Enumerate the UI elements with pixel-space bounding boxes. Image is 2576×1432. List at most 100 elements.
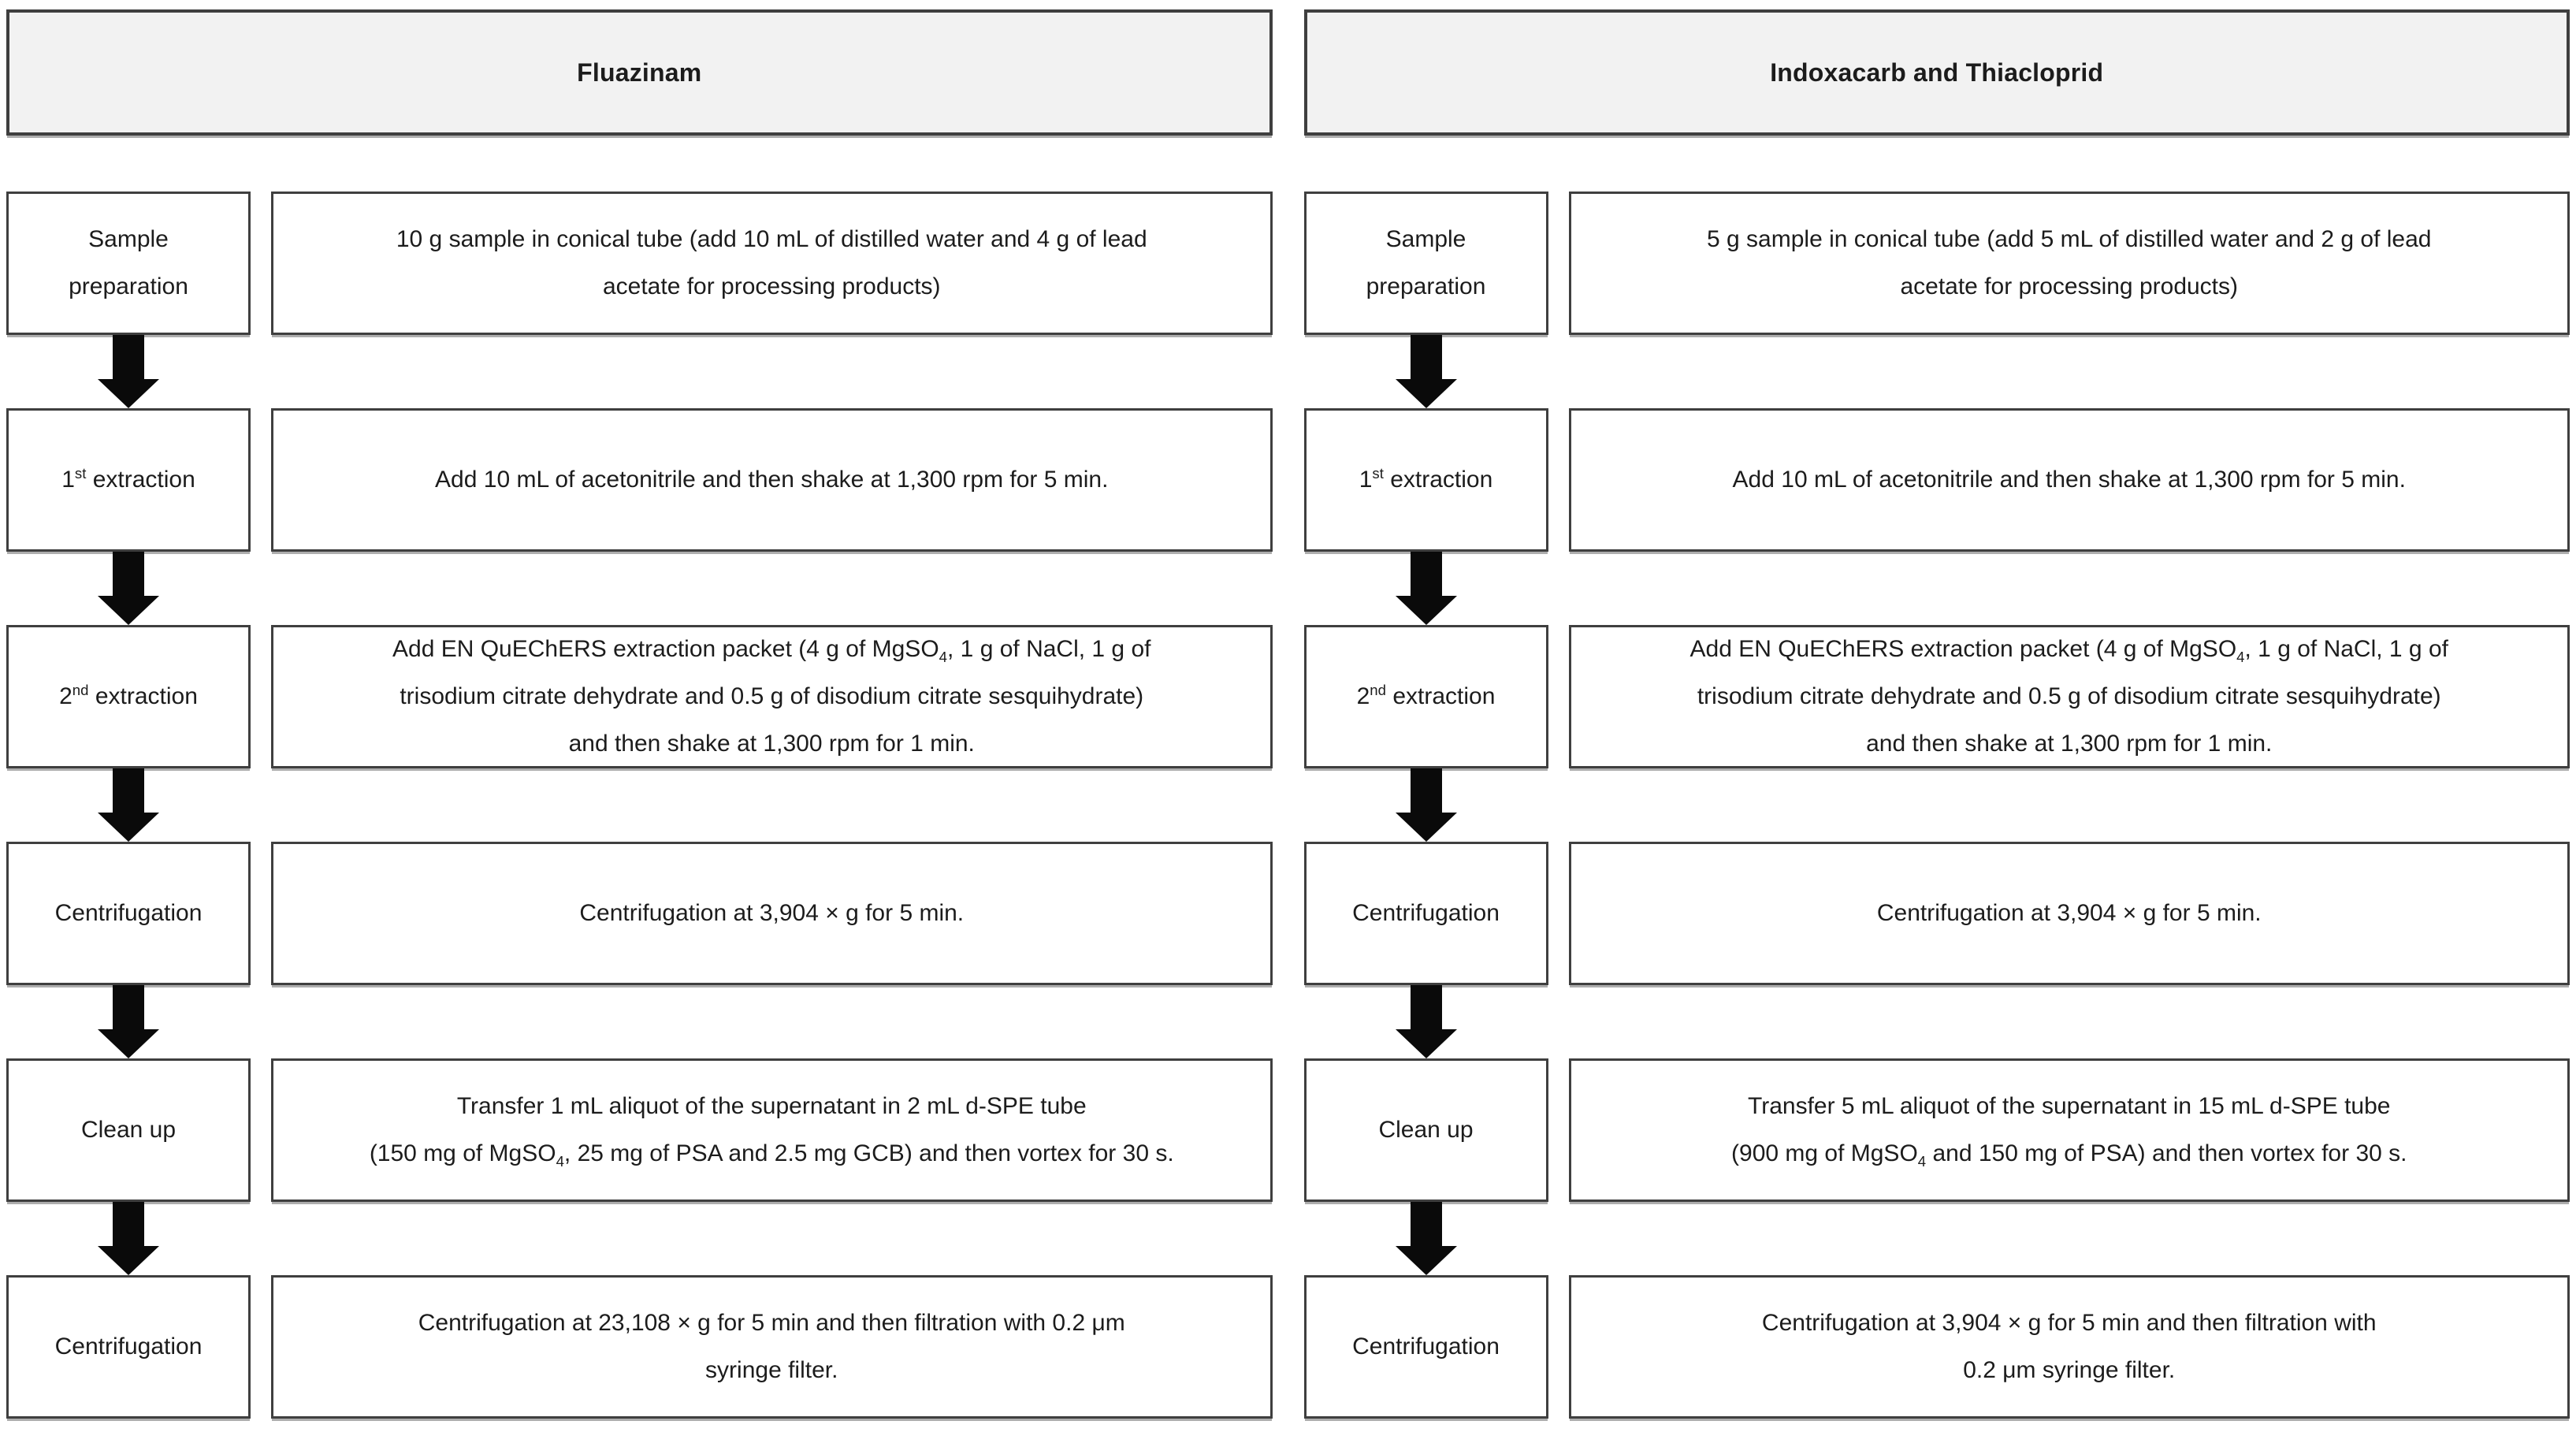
step-label: Centrifugation	[1352, 900, 1500, 926]
arrow-stem	[1410, 985, 1442, 1029]
down-arrow-icon	[98, 552, 159, 625]
flow-arrow-zone	[6, 552, 251, 625]
step-row-centrifugation-2: Centrifugation Centrifugation at 3,904 ×…	[1303, 1275, 2570, 1419]
flow-arrow-zone	[1304, 552, 1548, 625]
step-label: 2nd extraction	[1356, 682, 1496, 709]
step-label-box: 1st extraction	[6, 408, 251, 552]
arrow-stem	[113, 768, 144, 813]
step-description: Centrifugation at 3,904 × g for 5 min.	[579, 900, 965, 926]
flow-arrow-zone	[1304, 768, 1548, 842]
step-description-box: Add 10 mL of acetonitrile and then shake…	[1568, 408, 2570, 552]
down-arrow-icon	[1395, 1202, 1457, 1275]
step-description: Transfer 1 mL aliquot of the supernatant…	[369, 1093, 1174, 1170]
step-row-centrifugation-1: Centrifugation Centrifugation at 3,904 ×…	[6, 842, 1273, 985]
step-description: 5 g sample in conical tube (add 5 mL of …	[1707, 226, 2432, 299]
step-label: Clean up	[1378, 1117, 1474, 1143]
step-description-box: Centrifugation at 3,904 × g for 5 min.	[271, 842, 1273, 985]
arrow-stem	[113, 552, 144, 596]
step-label: Centrifugation	[54, 900, 203, 926]
step-row-centrifugation-2: Centrifugation Centrifugation at 23,108 …	[6, 1275, 1273, 1419]
step-description: Centrifugation at 3,904 × g for 5 min an…	[1761, 1310, 2377, 1383]
down-arrow-icon	[1395, 768, 1457, 842]
step-row-first-extraction: 1st extraction Add 10 mL of acetonitrile…	[1303, 408, 2570, 552]
flow-arrow-zone	[6, 1202, 251, 1275]
step-label: 2nd extraction	[59, 682, 198, 709]
arrow-stem	[1410, 1202, 1442, 1246]
arrow-head	[98, 596, 159, 625]
step-row-second-extraction: 2nd extraction Add EN QuEChERS extractio…	[6, 625, 1273, 768]
flow-arrow-zone	[1304, 1202, 1548, 1275]
step-description-box: Transfer 5 mL aliquot of the supernatant…	[1568, 1058, 2570, 1202]
step-label-box: 2nd extraction	[1303, 625, 1548, 768]
step-row-clean-up: Clean up Transfer 1 mL aliquot of the su…	[6, 1058, 1273, 1202]
step-description: 10 g sample in conical tube (add 10 mL o…	[396, 226, 1147, 299]
down-arrow-icon	[98, 1202, 159, 1275]
step-row-second-extraction: 2nd extraction Add EN QuEChERS extractio…	[1303, 625, 2570, 768]
column-header-fluazinam: Fluazinam	[6, 9, 1273, 136]
step-description: Add EN QuEChERS extraction packet (4 g o…	[1689, 636, 2448, 757]
step-label: Clean up	[80, 1117, 177, 1143]
arrow-stem	[113, 985, 144, 1029]
step-label-box: Centrifugation	[6, 1275, 251, 1419]
arrow-head	[1395, 1029, 1457, 1058]
arrow-head	[1395, 1246, 1457, 1275]
step-description-box: 10 g sample in conical tube (add 10 mL o…	[271, 192, 1273, 335]
arrow-stem	[1410, 335, 1442, 379]
arrow-head	[98, 1029, 159, 1058]
column-title: Fluazinam	[577, 58, 702, 87]
step-description: Add 10 mL of acetonitrile and then shake…	[435, 467, 1109, 493]
step-description-box: Add EN QuEChERS extraction packet (4 g o…	[271, 625, 1273, 768]
arrow-head	[1395, 596, 1457, 625]
flow-arrow-zone	[6, 768, 251, 842]
step-label: Centrifugation	[54, 1333, 203, 1359]
step-description-box: Add EN QuEChERS extraction packet (4 g o…	[1568, 625, 2570, 768]
arrow-head	[1395, 813, 1457, 842]
step-label-box: Clean up	[6, 1058, 251, 1202]
flow-arrow-zone	[1304, 985, 1548, 1058]
step-row-clean-up: Clean up Transfer 5 mL aliquot of the su…	[1303, 1058, 2570, 1202]
step-description-box: Centrifugation at 23,108 × g for 5 min a…	[271, 1275, 1273, 1419]
arrow-head	[98, 813, 159, 842]
step-label-box: 1st extraction	[1303, 408, 1548, 552]
arrow-stem	[113, 1202, 144, 1246]
down-arrow-icon	[1395, 335, 1457, 408]
flow-arrow-zone	[6, 985, 251, 1058]
flow-arrow-zone	[6, 335, 251, 408]
step-description: Centrifugation at 3,904 × g for 5 min.	[1876, 900, 2262, 926]
down-arrow-icon	[98, 335, 159, 408]
step-description-box: Transfer 1 mL aliquot of the supernatant…	[271, 1058, 1273, 1202]
step-description: Add EN QuEChERS extraction packet (4 g o…	[392, 636, 1151, 757]
step-description-box: Add 10 mL of acetonitrile and then shake…	[271, 408, 1273, 552]
column-header-indoxacarb-thiacloprid: Indoxacarb and Thiacloprid	[1303, 9, 2570, 136]
arrow-stem	[113, 335, 144, 379]
step-description: Centrifugation at 23,108 × g for 5 min a…	[418, 1310, 1125, 1383]
down-arrow-icon	[98, 768, 159, 842]
step-label-box: Centrifugation	[1303, 1275, 1548, 1419]
step-description-box: Centrifugation at 3,904 × g for 5 min an…	[1568, 1275, 2570, 1419]
step-label-box: Centrifugation	[1303, 842, 1548, 985]
step-label-box: Clean up	[1303, 1058, 1548, 1202]
step-label-box: 2nd extraction	[6, 625, 251, 768]
step-label: 1st extraction	[61, 465, 195, 493]
step-description: Add 10 mL of acetonitrile and then shake…	[1732, 467, 2406, 493]
arrow-stem	[1410, 552, 1442, 596]
down-arrow-icon	[1395, 552, 1457, 625]
arrow-stem	[1410, 768, 1442, 813]
arrow-head	[98, 379, 159, 408]
step-label-box: Centrifugation	[6, 842, 251, 985]
down-arrow-icon	[1395, 985, 1457, 1058]
column-title: Indoxacarb and Thiacloprid	[1770, 58, 2104, 87]
step-label: Centrifugation	[1352, 1333, 1500, 1359]
step-description-box: Centrifugation at 3,904 × g for 5 min.	[1568, 842, 2570, 985]
step-description: Transfer 5 mL aliquot of the supernatant…	[1731, 1093, 2407, 1170]
step-description-box: 5 g sample in conical tube (add 5 mL of …	[1568, 192, 2570, 335]
step-row-first-extraction: 1st extraction Add 10 mL of acetonitrile…	[6, 408, 1273, 552]
down-arrow-icon	[98, 985, 159, 1058]
